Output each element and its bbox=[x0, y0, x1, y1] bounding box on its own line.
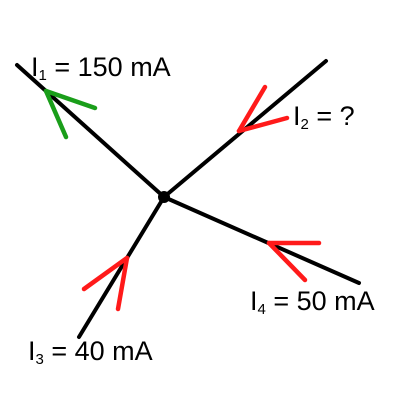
label-i4-symbol: I bbox=[250, 286, 258, 316]
current-arrow-i4 bbox=[266, 240, 322, 283]
label-i1-subscript: 1 bbox=[38, 67, 47, 84]
current-arrow-i1 bbox=[43, 88, 98, 140]
current-arrow-i2 bbox=[236, 84, 290, 134]
label-i4: I4 = 50 mA bbox=[250, 286, 375, 318]
label-i2: I2 = ? bbox=[293, 101, 355, 133]
label-i3-subscript: 3 bbox=[35, 351, 44, 368]
label-i4-value: = 50 mA bbox=[273, 286, 375, 316]
label-i2-value: = ? bbox=[316, 101, 355, 131]
label-i1-symbol: I bbox=[31, 52, 39, 82]
label-i2-subscript: 2 bbox=[300, 116, 309, 133]
junction-node bbox=[158, 191, 170, 203]
label-i3-symbol: I bbox=[28, 336, 36, 366]
label-i2-symbol: I bbox=[293, 101, 301, 131]
wire-i1 bbox=[15, 63, 166, 199]
wire-i4 bbox=[162, 195, 361, 285]
label-i3: I3 = 40 mA bbox=[28, 336, 153, 368]
label-i3-value: = 40 mA bbox=[51, 336, 153, 366]
current-arrow-i3 bbox=[81, 255, 130, 312]
label-i1-value: = 150 mA bbox=[54, 52, 171, 82]
label-i1: I1 = 150 mA bbox=[31, 52, 171, 84]
wire-i3 bbox=[77, 195, 166, 339]
label-i4-subscript: 4 bbox=[257, 301, 266, 318]
